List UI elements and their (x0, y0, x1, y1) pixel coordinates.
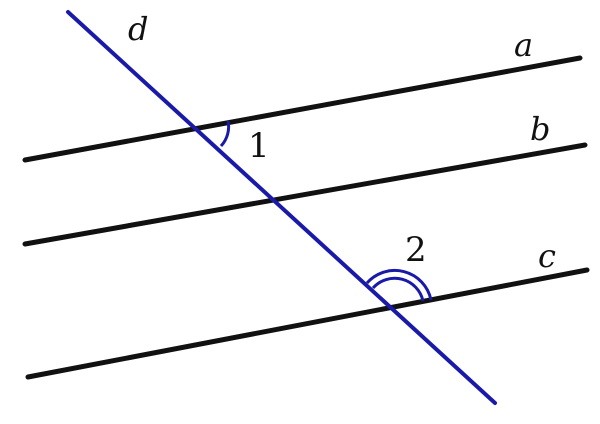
label-angle-2: 2 (405, 230, 427, 270)
line-a (22, 55, 583, 163)
line-d-transversal (66, 10, 497, 405)
angle-2-arc-outer (365, 269, 433, 301)
line-c (25, 267, 590, 380)
angle-2-arc-inner (371, 276, 425, 302)
label-a: a (514, 26, 533, 64)
line-b (22, 142, 588, 247)
angle-1-arc (219, 120, 231, 148)
label-angle-1: 1 (248, 126, 270, 166)
label-d: d (128, 10, 148, 48)
label-b: b (530, 110, 550, 148)
label-c: c (538, 237, 556, 275)
